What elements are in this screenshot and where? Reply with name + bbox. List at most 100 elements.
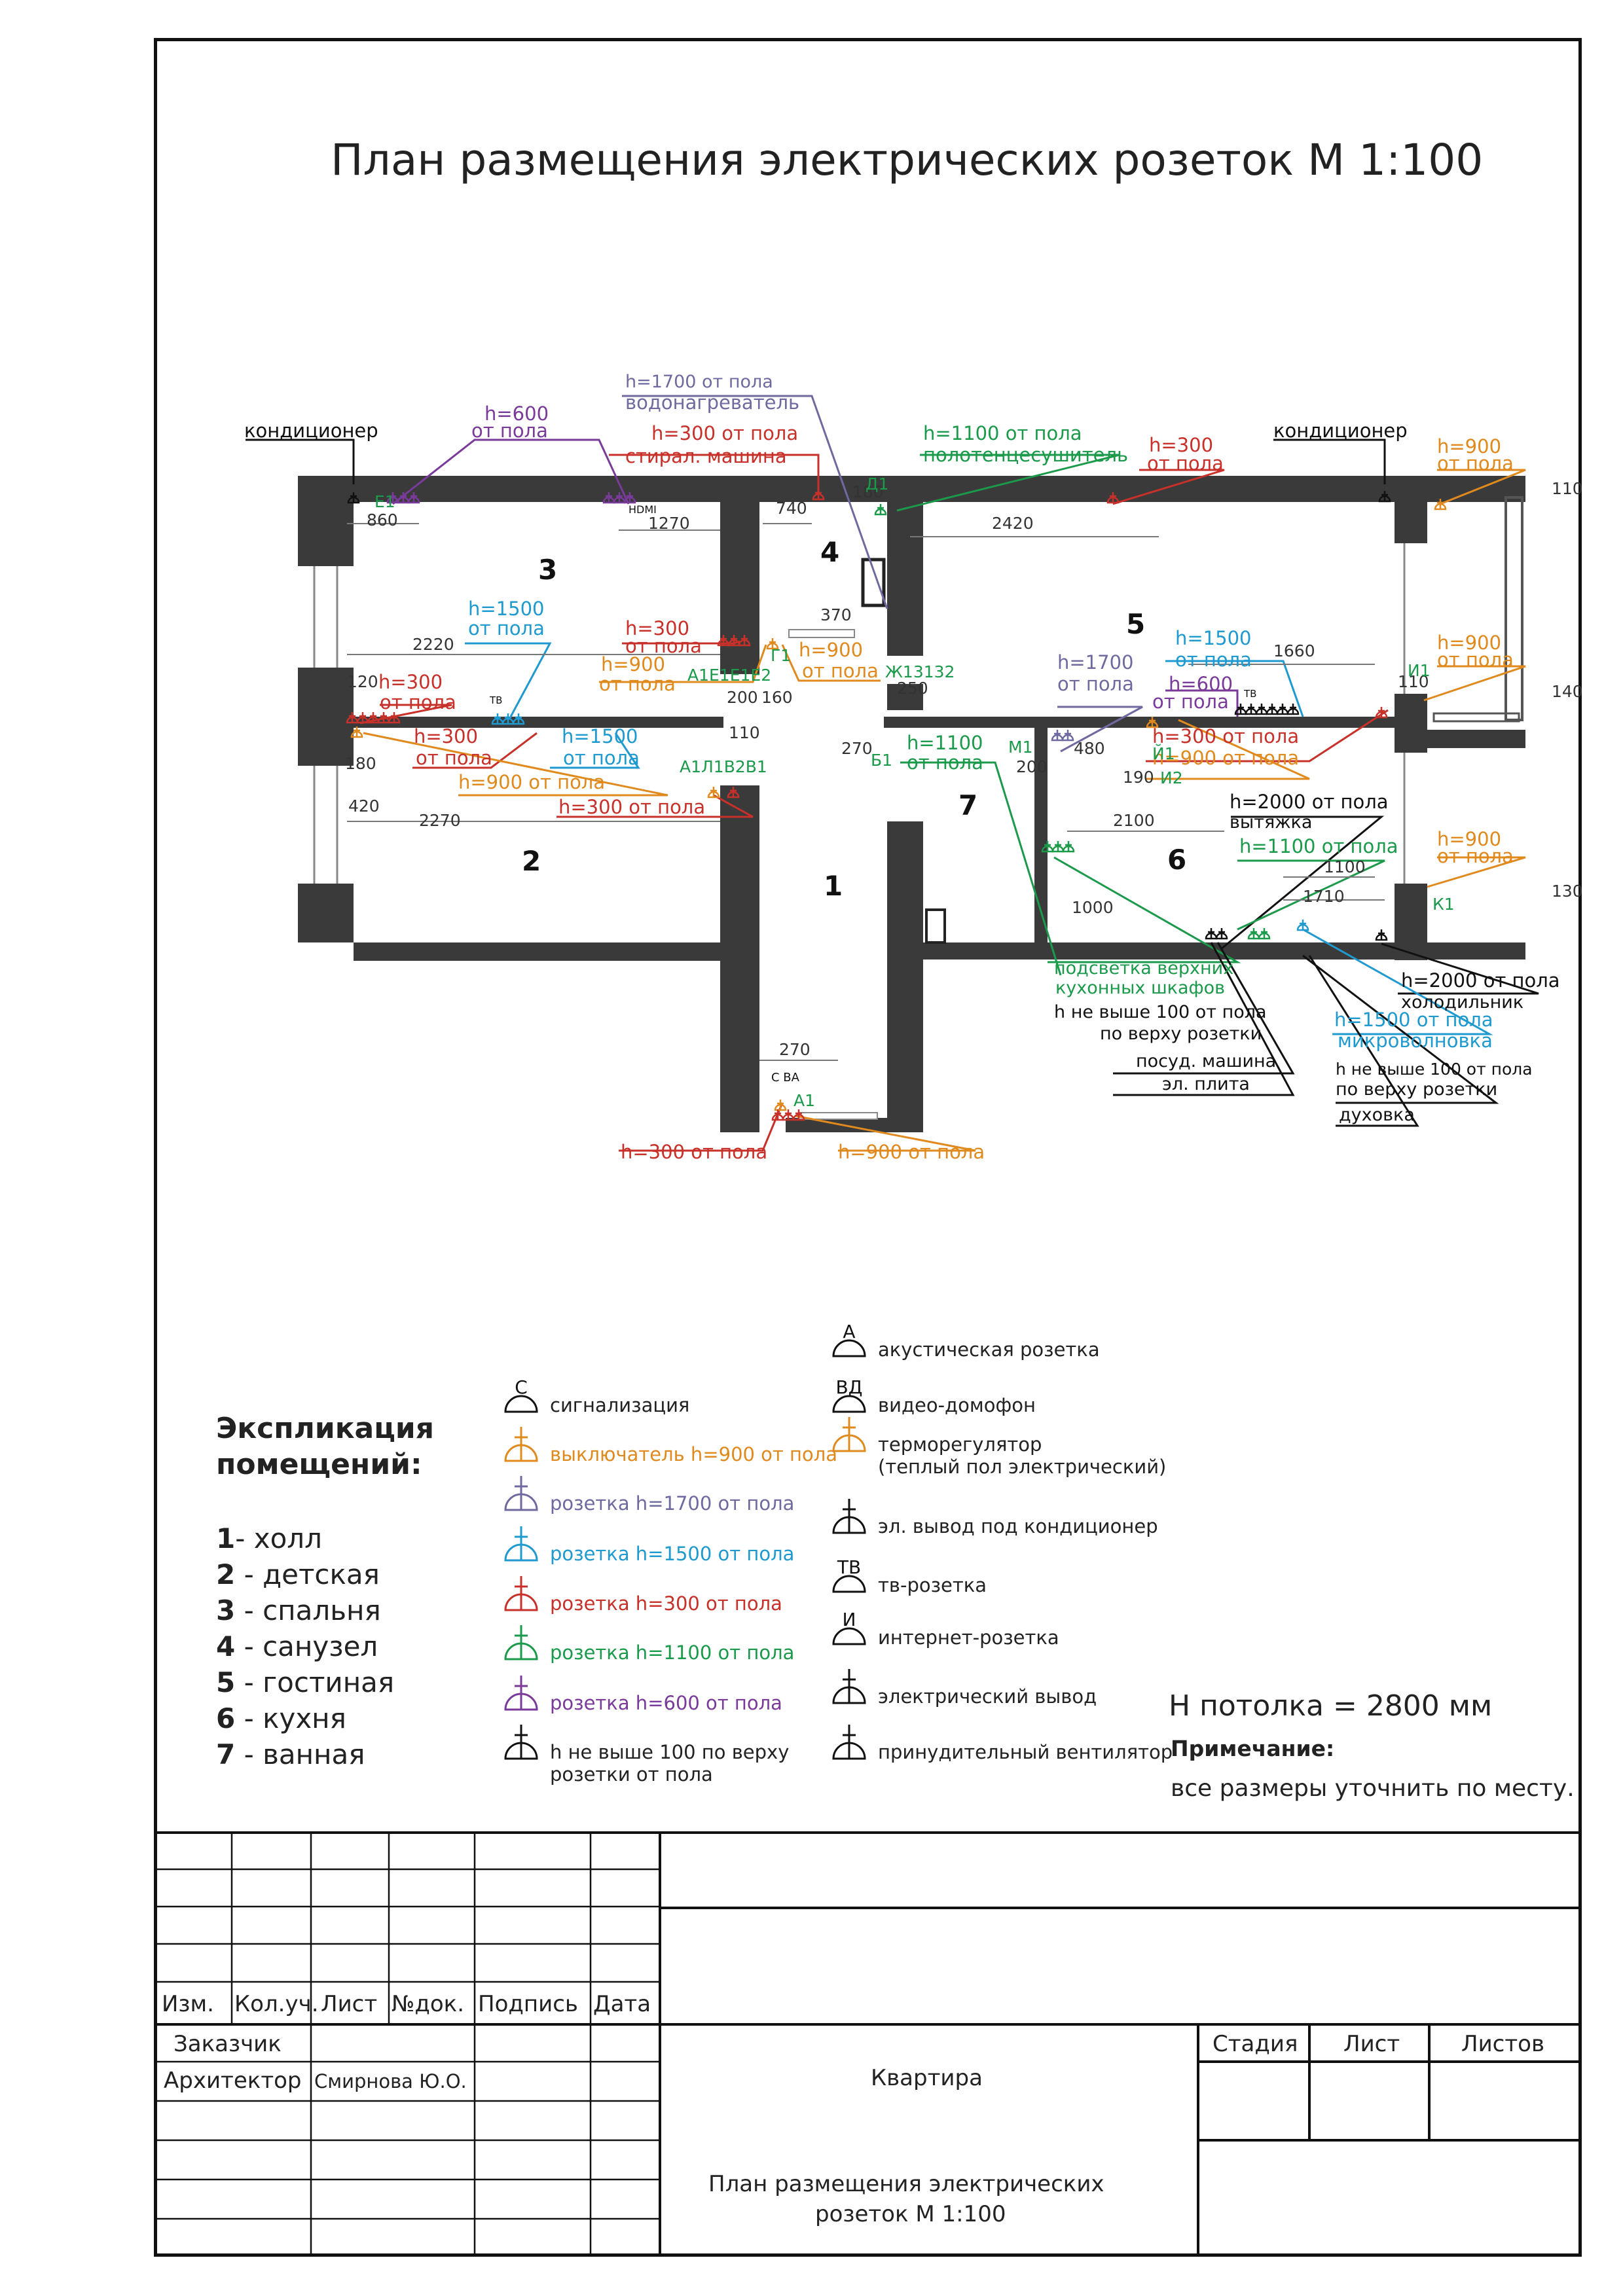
- socket-icon: [874, 504, 887, 516]
- legend-arc: [832, 1627, 866, 1645]
- page-title: План размещения электрических розеток М …: [331, 135, 1484, 185]
- stove-label: эл. плита: [1162, 1074, 1250, 1094]
- ot-pola-label: от пола: [471, 420, 548, 442]
- legend-arc: [504, 1642, 538, 1660]
- legend-arc: [832, 1575, 866, 1593]
- dimension-value: 2420: [992, 514, 1034, 533]
- socket-code: А1Л1В2В1: [680, 757, 767, 776]
- room-entry-number: 4: [216, 1630, 236, 1662]
- legend-arc: [504, 1493, 538, 1511]
- dimension-value: 1710: [1303, 887, 1345, 906]
- room-entry: 2 - детская: [216, 1561, 380, 1588]
- h1500-label: h=1500 от пола: [1334, 1009, 1493, 1031]
- legend-label-2: розетки от пола: [550, 1763, 713, 1785]
- socket-code: Б1: [871, 751, 892, 770]
- light-label: кухонных шкафов: [1055, 978, 1225, 998]
- leader-line: [609, 454, 820, 494]
- leader-line: [1381, 942, 1539, 995]
- socket-icon: [504, 1576, 538, 1611]
- dimension-value: 250: [897, 679, 928, 698]
- tb-architect-name: Смирнова Ю.О.: [314, 2070, 467, 2092]
- wc-fixture: [861, 558, 886, 607]
- wall-segment: [1395, 730, 1525, 748]
- hdmi-label: HDMI: [629, 503, 657, 516]
- legend-label: принудительный вентилятор: [878, 1741, 1173, 1763]
- legend-label: терморегулятор: [878, 1433, 1042, 1456]
- legend-arc: [832, 1742, 866, 1760]
- leader-line: [622, 395, 888, 609]
- socket-icon: [623, 492, 636, 504]
- socket-icon: [512, 713, 525, 725]
- legend-arc: [832, 1434, 866, 1452]
- h300-label: h=300 от пола: [621, 1141, 767, 1163]
- dimension-value: 740: [776, 499, 807, 518]
- leader-line: [1302, 928, 1493, 1035]
- dimension-value: 2270: [419, 811, 461, 830]
- socket-icon: [1247, 928, 1260, 940]
- h1500-label: h=1500: [468, 598, 544, 620]
- wall-segment: [720, 785, 759, 1132]
- legend-arc: [832, 1686, 866, 1704]
- dimension-value: 1000: [1072, 898, 1114, 917]
- ot-pola-label: от пола: [1147, 452, 1224, 475]
- legend-arc: [832, 1395, 866, 1413]
- h-not-label: по верху розетки: [1336, 1079, 1497, 1100]
- dimension-value: 190: [1123, 768, 1154, 787]
- window-opening: [1395, 753, 1427, 884]
- legend-arc: [832, 1516, 866, 1534]
- leader-line: [556, 794, 754, 818]
- drawing-frame: [154, 38, 1582, 2257]
- socket-icon: [350, 726, 363, 738]
- window-opening: [1395, 543, 1427, 694]
- tb-header-izm: Изм.: [162, 1991, 214, 2017]
- room-entry-name: - детская: [235, 1558, 380, 1590]
- dimension-value: 110: [729, 723, 760, 742]
- room-entry-name: - спальня: [235, 1594, 381, 1626]
- dimension-value: 110: [1552, 479, 1583, 498]
- wall-segment: [720, 494, 759, 674]
- legend-label: сигнализация: [550, 1394, 690, 1416]
- fixture: [925, 908, 946, 944]
- microwave-label: микроволновка: [1338, 1030, 1493, 1052]
- socket-icon: [738, 635, 751, 647]
- dimension-value: 160: [761, 688, 793, 707]
- leader-line: [465, 642, 552, 717]
- dimension-value: 2220: [412, 635, 454, 654]
- balcony-wall: [1504, 496, 1523, 721]
- dimension-value: 130: [1552, 882, 1583, 901]
- legend-label: розетка h=1500 от пола: [550, 1543, 795, 1565]
- ot-pola-label: от пола: [599, 673, 676, 695]
- leader-line: [1112, 469, 1225, 505]
- h-not-label: h не выше 100 от пола: [1336, 1060, 1533, 1079]
- h900-label: h=900: [1437, 435, 1501, 457]
- fan-icon: [832, 1725, 866, 1760]
- dimension-value: 180: [345, 754, 376, 773]
- room-entry-number: 7: [216, 1738, 236, 1770]
- socket-icon: [1215, 928, 1228, 940]
- room-entry: 1- холл: [216, 1525, 322, 1552]
- legend-label-2: (теплый пол электрический): [878, 1456, 1167, 1478]
- ot-pola-label: от пола: [563, 747, 640, 769]
- note-title: Примечание:: [1171, 1736, 1335, 1761]
- tb-sheet-title-1: План размещения электрических: [708, 2171, 1104, 2197]
- dishwasher-label: посуд. машина: [1136, 1051, 1276, 1071]
- legend-arc: [504, 1593, 538, 1611]
- leader-line: [896, 454, 1120, 512]
- room-entry-name: - ванная: [235, 1738, 365, 1770]
- socket-icon: [1378, 491, 1391, 503]
- tb-sheet: Лист: [1343, 2031, 1400, 2057]
- socket-code: И2: [1160, 768, 1183, 787]
- h2000-label: h=2000 от пола: [1230, 791, 1389, 813]
- socket-icon: [1286, 704, 1300, 715]
- leader-line: [412, 732, 538, 769]
- socket-icon: [727, 787, 740, 798]
- tv-label: ТВ: [1243, 688, 1256, 700]
- leader-line: [1308, 955, 1419, 1127]
- socket-code: М1: [1008, 738, 1032, 757]
- socket-marks: [346, 489, 1447, 1121]
- h1500-label: h=1500: [1175, 627, 1251, 649]
- acoustic-socket-icon: А: [832, 1321, 866, 1357]
- socket-icon: [1062, 841, 1075, 853]
